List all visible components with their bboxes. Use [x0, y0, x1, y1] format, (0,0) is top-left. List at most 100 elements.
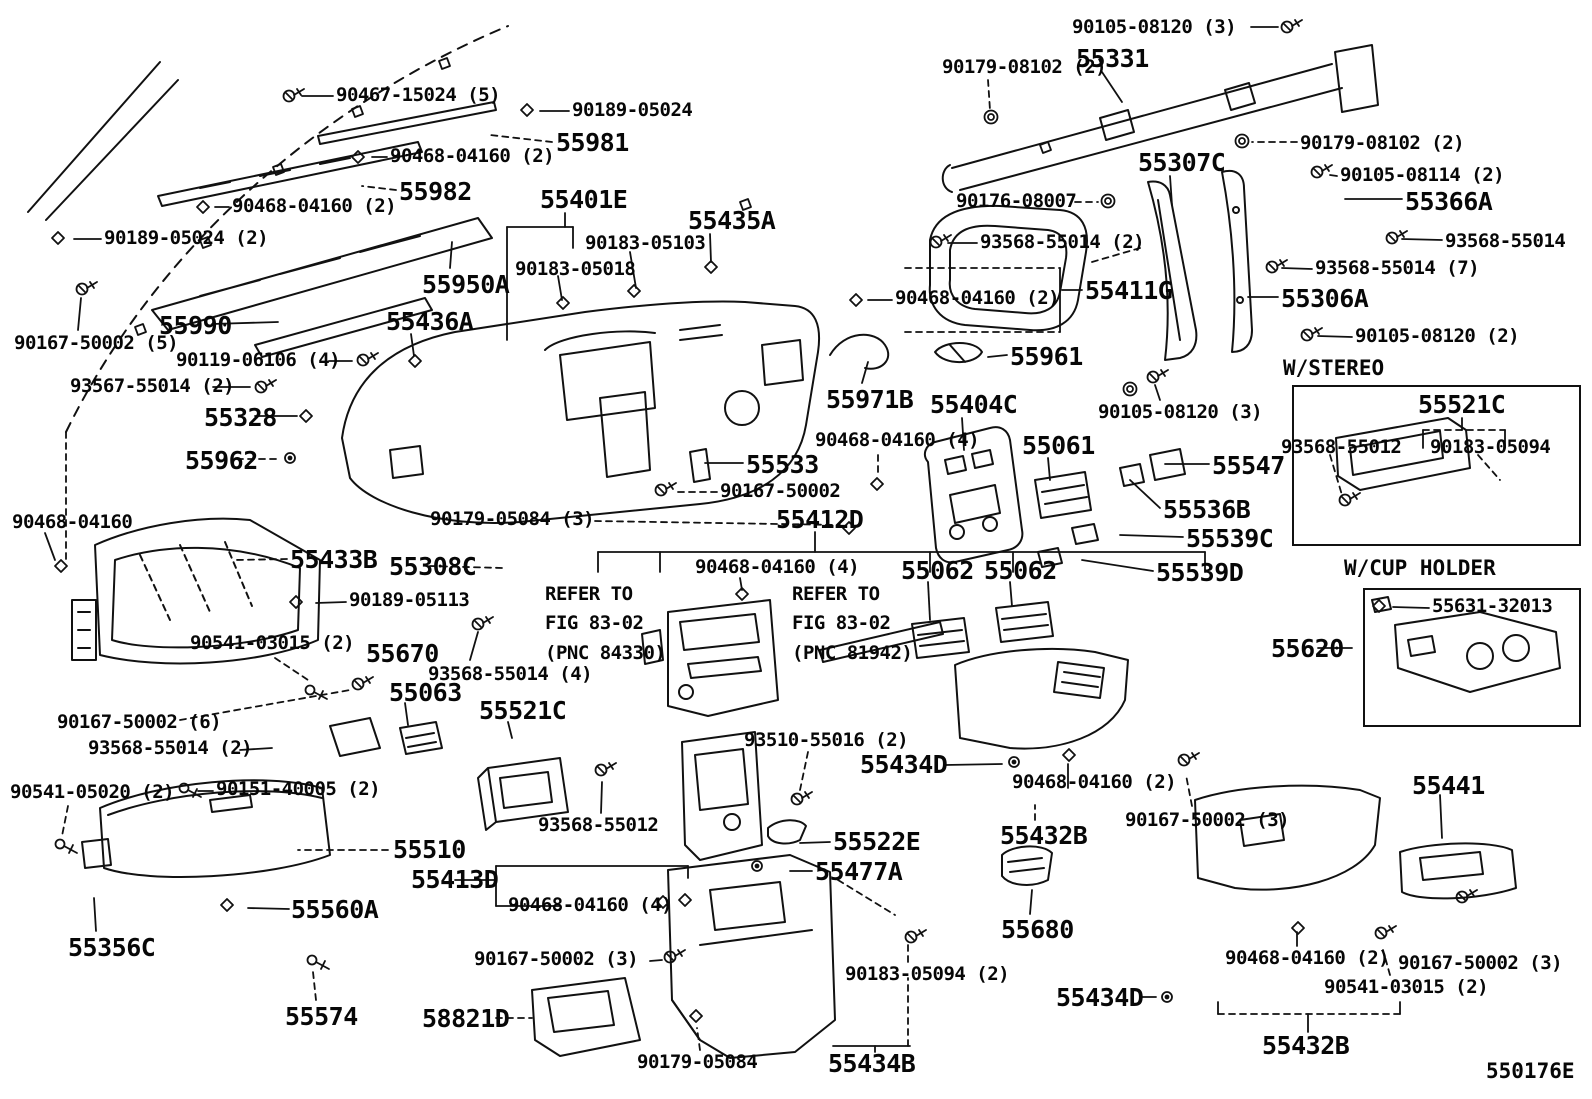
part-label: 90189-05024: [572, 99, 693, 121]
part-label: 55533: [746, 450, 819, 479]
part-label: 93568-55014 (4): [428, 663, 593, 685]
part-label: 93568-55012: [1281, 436, 1402, 458]
leader-line: [1440, 795, 1442, 838]
part-label: 90151-40005 (2): [216, 778, 381, 800]
leader-line: [490, 135, 552, 142]
glove-box: [82, 519, 330, 877]
part-label: 55982: [399, 177, 472, 206]
part-label: 90189-05113: [349, 589, 470, 611]
clipsq-icon: [1040, 142, 1051, 153]
part-label: 55981: [556, 128, 629, 157]
part-label: 90468-04160 (2): [895, 287, 1060, 309]
part-label: 55670: [366, 639, 439, 668]
part-label: 55522E: [833, 827, 921, 856]
leader-line: [430, 566, 502, 568]
bolt-icon: [180, 784, 202, 798]
screw-icon: [1282, 20, 1303, 33]
screw-icon: [931, 235, 952, 248]
part-label: 90541-03015 (2): [1324, 976, 1489, 998]
leader-line: [313, 972, 316, 1000]
leader-line: [1330, 175, 1337, 176]
part-label: 93568-55014 (7): [1315, 257, 1480, 279]
part-label: 90105-08120 (3): [1072, 16, 1237, 38]
part-label: 93568-55014 (2): [980, 231, 1145, 253]
clip-icon: [679, 894, 691, 906]
part-label: 55971B: [826, 385, 914, 414]
screw-icon: [1267, 260, 1288, 273]
part-label: 90183-05094: [1430, 436, 1551, 458]
leader-line: [1393, 607, 1429, 608]
leader-line: [862, 362, 868, 383]
part-label: 90105-08120 (3): [1098, 401, 1263, 423]
clip-icon: [736, 588, 748, 600]
leader-line: [601, 782, 602, 813]
leader-line: [630, 252, 636, 288]
screw-icon: [284, 89, 305, 102]
part-label: 55560A: [291, 895, 379, 924]
leader-line: [45, 533, 55, 560]
clip-icon: [628, 285, 640, 297]
leader-line: [988, 80, 990, 110]
screw-icon: [77, 282, 98, 295]
screw-icon: [1340, 493, 1361, 506]
leader-line: [1030, 890, 1032, 914]
clip-icon: [871, 478, 883, 490]
part-label: 55631-32013: [1432, 595, 1553, 617]
part-label: 90468-04160 (4): [508, 894, 673, 916]
part-label: 93568-55014: [1445, 230, 1566, 252]
part-label: 55308C: [389, 552, 477, 581]
leader-line: [275, 658, 308, 680]
part-label: W/CUP HOLDER: [1344, 556, 1496, 580]
clipsq-icon: [200, 237, 211, 248]
grommet-icon: [1009, 757, 1019, 767]
clip-icon: [557, 297, 569, 309]
leader-line: [405, 703, 408, 725]
leader-line: [1048, 458, 1050, 480]
clipsq-icon: [273, 164, 284, 175]
screw-icon: [256, 380, 277, 393]
screw-icon: [1312, 165, 1333, 178]
leader-line: [411, 334, 414, 356]
clip-icon: [352, 151, 364, 163]
leader-line: [94, 898, 96, 931]
leader-line: [650, 960, 662, 961]
part-label: 93510-55016 (2): [744, 729, 909, 751]
grommet-icon: [1162, 992, 1172, 1002]
clip-icon: [521, 104, 533, 116]
part-label: 55961: [1010, 342, 1083, 371]
cup-holder-inset-box: [1363, 588, 1581, 727]
clipsq-icon: [352, 106, 363, 117]
part-label: 55412D: [776, 505, 864, 534]
part-label: 55539C: [1186, 524, 1274, 553]
part-label: 55434D: [1056, 983, 1144, 1012]
leader-line: [1082, 560, 1153, 571]
stereo-inset-box: [1292, 385, 1581, 546]
part-label: 55547: [1212, 451, 1285, 480]
part-label: 90183-05094 (2): [845, 963, 1010, 985]
leader-line: [1186, 775, 1192, 806]
clip-icon: [1292, 922, 1304, 934]
leader-line: [838, 880, 895, 915]
clip-icon: [197, 201, 209, 213]
clipsq-icon: [439, 58, 450, 69]
clip-icon: [850, 294, 862, 306]
leader-line: [1120, 535, 1183, 537]
leader-line: [235, 559, 287, 560]
leader-line: [1318, 336, 1352, 337]
part-label: 55435A: [688, 206, 776, 235]
part-label: 55436A: [386, 307, 474, 336]
leader-line: [316, 602, 346, 603]
lower-panels: [955, 649, 1516, 899]
screw-icon: [792, 792, 813, 805]
part-label: 90105-08114 (2): [1340, 164, 1505, 186]
leader-line: [450, 242, 452, 268]
part-label: 55962: [185, 446, 258, 475]
part-label: 55510: [393, 835, 466, 864]
part-label: 90468-04160 (4): [815, 429, 980, 451]
bolt-icon: [306, 686, 328, 700]
leader-line: [928, 582, 930, 620]
clip-icon: [52, 232, 64, 244]
part-label: 55356C: [68, 933, 156, 962]
leader-line: [1102, 72, 1122, 102]
